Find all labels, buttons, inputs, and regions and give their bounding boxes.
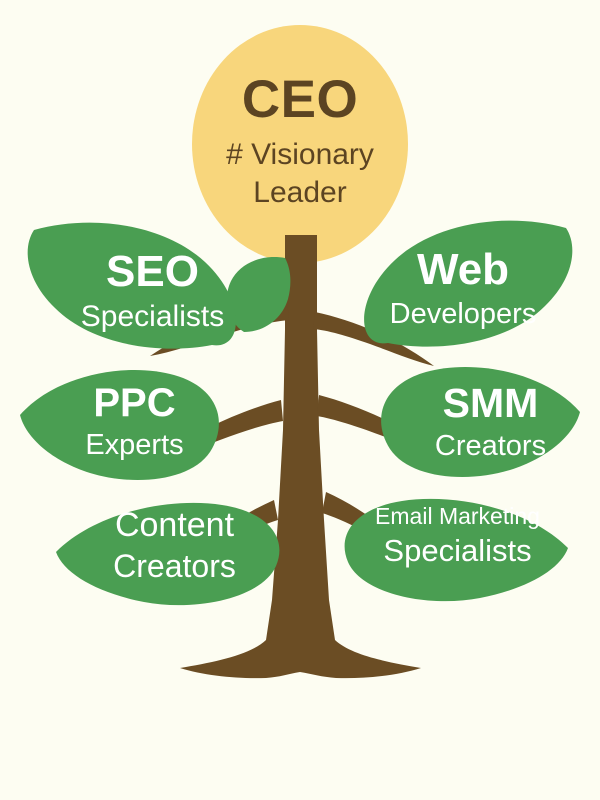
leaf-shape-web[interactable] — [364, 220, 573, 347]
crown-circle[interactable] — [192, 25, 408, 263]
leaf-shape-seo[interactable] — [27, 222, 236, 349]
leaf-shapes-group — [20, 220, 580, 606]
leaf-shape-smm[interactable] — [381, 366, 580, 478]
leaf-shape-email[interactable] — [344, 498, 568, 602]
trunk-main — [180, 235, 421, 679]
leaf-shape-content[interactable] — [56, 502, 280, 606]
leaf-shape-ppc[interactable] — [20, 369, 219, 481]
small-trunk-leaf — [226, 257, 291, 332]
